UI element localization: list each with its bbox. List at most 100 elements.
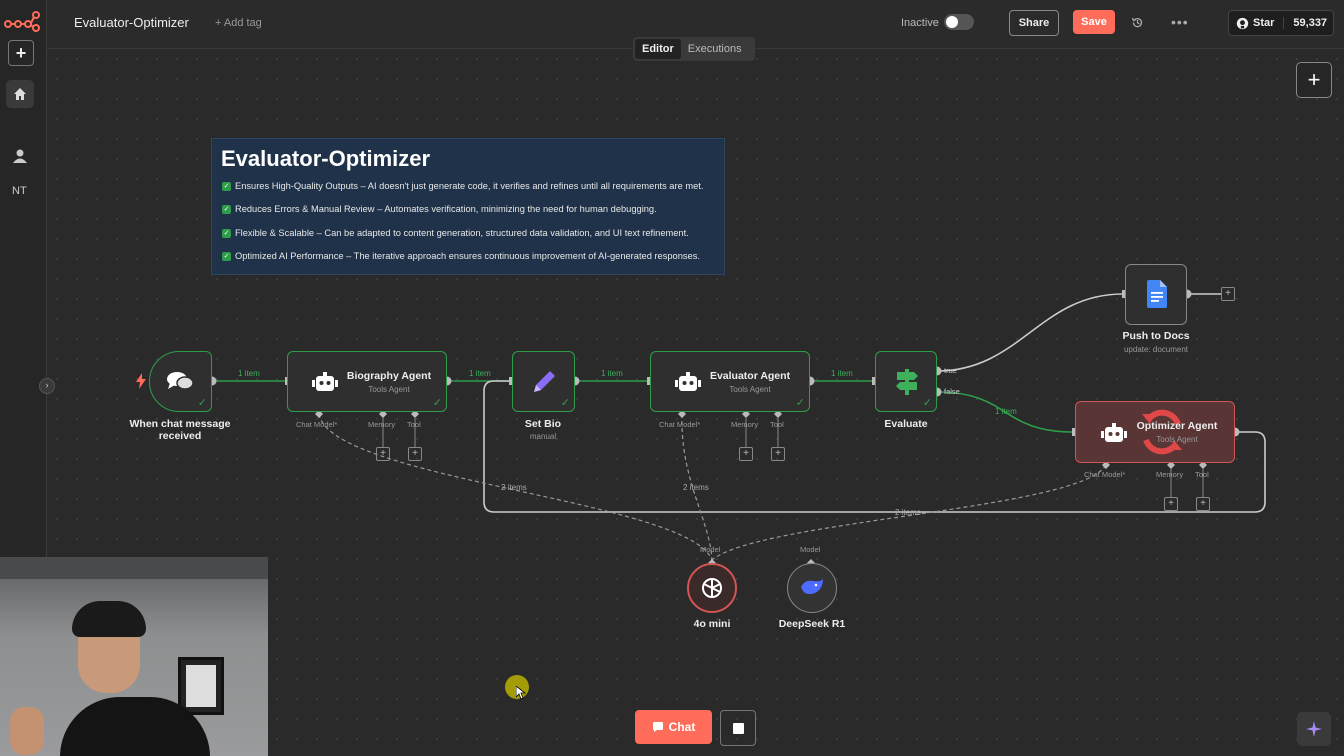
home-icon	[14, 88, 26, 100]
node-subtitle: Tools Agent	[1156, 435, 1198, 444]
connection-line[interactable]	[936, 293, 1124, 372]
add-memory-button[interactable]: +	[376, 447, 390, 461]
refresh-icon	[1142, 409, 1182, 455]
success-check-icon: ✓	[795, 397, 805, 409]
port-label: Chat Model*	[296, 420, 338, 429]
evaluator-agent-node[interactable]: Evaluator Agent Tools Agent ✓	[650, 351, 810, 412]
chat-label: Chat	[668, 720, 696, 734]
loop-connection[interactable]	[483, 380, 1266, 513]
set-bio-node[interactable]: ✓	[512, 351, 575, 412]
push-to-docs-node[interactable]	[1125, 264, 1187, 325]
openai-icon	[702, 578, 722, 598]
lightning-icon	[136, 373, 146, 389]
ceiling	[0, 557, 268, 579]
tab-executions[interactable]: Executions	[687, 43, 742, 55]
node-label: Set Bio	[524, 418, 562, 430]
add-tool-button[interactable]: +	[1196, 497, 1210, 511]
port-label: Tool	[1195, 470, 1209, 479]
node-label: Evaluate	[884, 418, 928, 430]
user-initials[interactable]: NT	[12, 185, 27, 197]
connection-label: 2 items	[683, 483, 709, 492]
signpost-icon	[896, 369, 918, 395]
node-label: Push to Docs	[1122, 330, 1190, 342]
sparkle-icon	[1306, 721, 1322, 737]
model-connection[interactable]	[711, 464, 1107, 561]
history-icon[interactable]	[1131, 16, 1144, 29]
connection-label: 2 items	[501, 483, 527, 492]
n8n-logo-icon[interactable]	[4, 10, 40, 32]
checkbox-icon: ✓	[222, 181, 231, 191]
success-check-icon: ✓	[197, 397, 207, 409]
connection-line[interactable]	[936, 391, 1075, 433]
model-connection[interactable]	[681, 413, 713, 561]
person-hair	[72, 601, 146, 637]
branch-label-true: true	[944, 366, 957, 375]
optimizer-agent-node[interactable]: Optimizer Agent Tools Agent	[1075, 401, 1235, 463]
connection-label: 1 item	[995, 407, 1017, 416]
connection-label: 1 item	[238, 369, 260, 378]
biography-agent-node[interactable]: Biography Agent Tools Agent ✓	[287, 351, 447, 412]
mouse-cursor-icon	[516, 686, 526, 700]
node-title: Biography Agent	[346, 370, 432, 382]
success-check-icon: ✓	[560, 397, 570, 409]
add-node-button[interactable]: +	[1296, 62, 1332, 98]
connection-label: 1 item	[601, 369, 623, 378]
list-item: ✓Flexible & Scalable – Can be adapted to…	[222, 228, 689, 238]
port-label: Model	[800, 545, 821, 554]
success-check-icon: ✓	[432, 397, 442, 409]
ai-assistant-button[interactable]	[1297, 712, 1331, 746]
add-workflow-button[interactable]: +	[8, 40, 34, 66]
model-deepseek-node[interactable]	[787, 563, 837, 613]
node-label: 4o mini	[693, 618, 731, 630]
connection-label: 1 item	[831, 369, 853, 378]
list-item: ✓Reduces Errors & Manual Review – Automa…	[222, 204, 657, 214]
add-tag-link[interactable]: + Add tag	[215, 17, 262, 29]
robot-icon	[675, 372, 701, 391]
model-4o-mini-node[interactable]	[687, 563, 737, 613]
tab-editor[interactable]: Editor	[635, 39, 681, 59]
google-docs-icon	[1147, 280, 1167, 308]
chat-button[interactable]: Chat	[635, 710, 712, 744]
branch-label-false: false	[944, 387, 960, 396]
home-button[interactable]	[6, 80, 34, 108]
evaluate-node[interactable]: ✓	[875, 351, 937, 412]
github-star-count: 59,337	[1283, 17, 1327, 29]
checkbox-icon: ✓	[222, 228, 231, 238]
stop-button[interactable]	[720, 710, 756, 746]
model-connection[interactable]	[318, 413, 713, 561]
checkbox-icon: ✓	[222, 251, 231, 261]
sticky-note-title: Evaluator-Optimizer	[221, 146, 431, 171]
user-icon[interactable]	[12, 148, 28, 164]
connection-label: 2 items	[895, 508, 921, 517]
node-label: When chat message received	[129, 418, 231, 442]
github-star-label: Star	[1253, 17, 1275, 29]
port-label: Tool	[770, 420, 784, 429]
sticky-note[interactable]: Evaluator-Optimizer ✓Ensures High-Qualit…	[211, 138, 725, 275]
save-button[interactable]: Save	[1073, 10, 1115, 34]
node-title: Optimizer Agent	[1136, 420, 1218, 432]
person-hand	[10, 707, 44, 755]
workflow-title[interactable]: Evaluator-Optimizer	[74, 15, 189, 30]
expand-sidebar-button[interactable]: ›	[39, 378, 55, 394]
share-button[interactable]: Share	[1009, 10, 1059, 36]
add-next-node-button[interactable]: +	[1221, 287, 1235, 301]
add-tool-button[interactable]: +	[408, 447, 422, 461]
chat-icon	[652, 722, 663, 732]
trigger-node[interactable]: ✓	[149, 351, 212, 412]
list-item: ✓Optimized AI Performance – The iterativ…	[222, 251, 700, 261]
port-label: Memory	[731, 420, 759, 429]
add-memory-button[interactable]: +	[739, 447, 753, 461]
github-star-button[interactable]: Star 59,337	[1228, 10, 1334, 36]
node-title: Evaluator Agent	[709, 370, 791, 382]
connection-label: 1 item	[469, 369, 491, 378]
node-subtitle: Tools Agent	[729, 385, 771, 394]
add-tool-button[interactable]: +	[771, 447, 785, 461]
active-toggle[interactable]	[944, 14, 974, 30]
github-icon	[1236, 17, 1249, 29]
port-label: Chat Model*	[659, 420, 701, 429]
port-label: Memory	[368, 420, 396, 429]
port-label: Memory	[1156, 470, 1184, 479]
port-label: Model	[700, 545, 721, 554]
add-memory-button[interactable]: +	[1164, 497, 1178, 511]
more-options-icon[interactable]: •••	[1171, 14, 1189, 30]
